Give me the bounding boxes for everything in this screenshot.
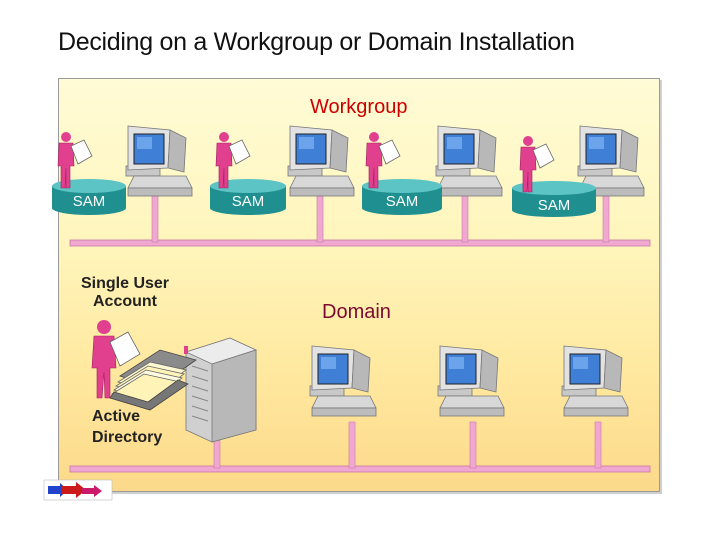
- server-icon: [184, 337, 258, 443]
- navigation-arrows-icon[interactable]: [43, 479, 113, 501]
- sam-label: SAM: [538, 197, 571, 214]
- sam-database-icon: SAM: [362, 179, 442, 215]
- folder-icon: [109, 349, 197, 411]
- sam-database-icon: SAM: [52, 179, 126, 215]
- active-directory-label: Active Directory: [92, 408, 163, 446]
- sam-label: SAM: [232, 193, 265, 210]
- workgroup-label: Workgroup: [310, 96, 408, 118]
- sam-database-icon: SAM: [512, 181, 596, 217]
- workgroup-computer-icon: [435, 125, 503, 197]
- sam-label: SAM: [386, 193, 419, 210]
- domain-computer-icon: [309, 345, 377, 417]
- sam-database-icon: SAM: [210, 179, 286, 215]
- sam-label: SAM: [73, 193, 106, 210]
- workgroup-network-cable: [69, 239, 651, 247]
- slide-title: Deciding on a Workgroup or Domain Instal…: [58, 28, 575, 56]
- single-user-account-label: Single User Account: [80, 275, 170, 310]
- workgroup-computer-icon: [125, 125, 193, 197]
- domain-computer-icon: [561, 345, 629, 417]
- domain-computer-icon: [437, 345, 505, 417]
- domain-network-cable: [69, 465, 651, 473]
- domain-label: Domain: [322, 301, 391, 323]
- workgroup-computer-icon: [287, 125, 355, 197]
